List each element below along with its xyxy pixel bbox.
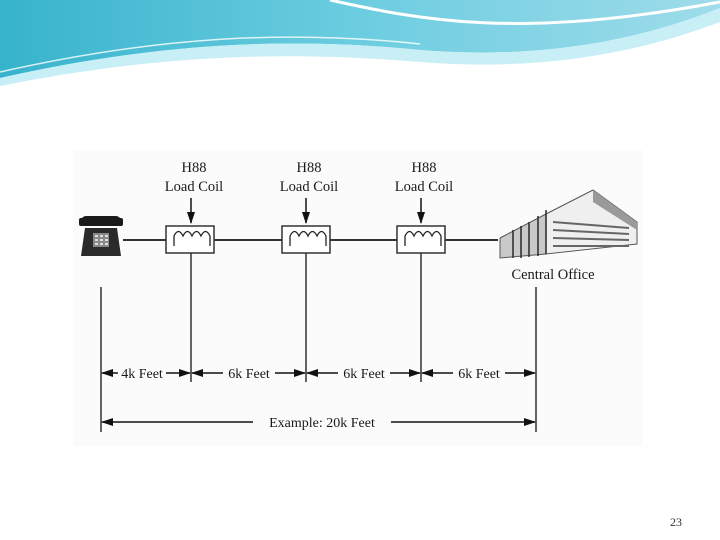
coil-1-label: Load Coil (165, 179, 223, 195)
load-coil-box-1 (165, 225, 215, 254)
segment-1-label: 4k Feet (121, 367, 163, 382)
total-length-label: Example: 20k Feet (269, 416, 375, 431)
coil-1-model: H88 (182, 160, 207, 176)
central-office-label: Central Office (511, 267, 594, 283)
coil-3-label: Load Coil (395, 179, 453, 195)
load-coil-box-3 (396, 225, 446, 254)
page-number: 23 (670, 515, 682, 529)
coil-2-label: Load Coil (280, 179, 338, 195)
loaded-loop-diagram: H88 Load Coil H88 Load Coil H88 Load Coi… (79, 160, 638, 432)
load-coil-box-2 (281, 225, 331, 254)
coil-3-model: H88 (412, 160, 437, 176)
coil-2-model: H88 (297, 160, 322, 176)
slide-header-waves (0, 0, 720, 86)
central-office-building-icon (499, 189, 638, 259)
telephone-icon (79, 216, 123, 256)
segment-2-label: 6k Feet (228, 367, 270, 382)
segment-3-label: 6k Feet (343, 367, 385, 382)
diagram-panel (73, 150, 643, 446)
segment-4-label: 6k Feet (458, 367, 500, 382)
